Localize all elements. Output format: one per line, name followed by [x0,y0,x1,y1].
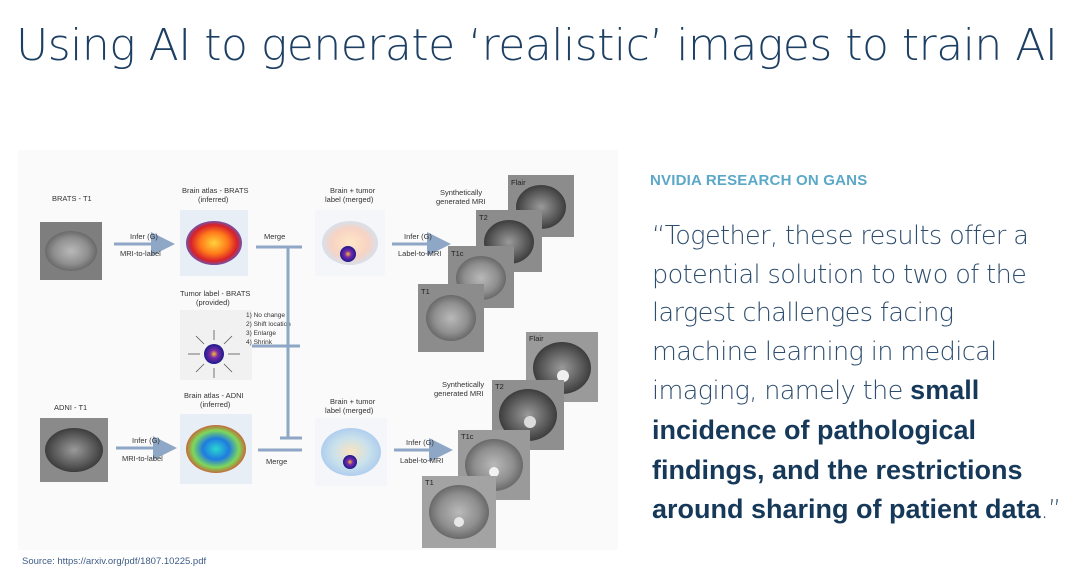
top-label-to-mri: Label-to-MRI [398,249,441,258]
bottom-flair-tag: Flair [529,334,544,343]
tumor-option-1: 1) No change [246,312,285,319]
merge-bracket [252,245,302,440]
slide-title: Using AI to generate ‘realistic’ images … [16,20,1058,71]
tumor-label-blob [204,344,224,364]
bottom-t1-tag: T1 [425,478,434,487]
adni-t1-label: ADNI - T1 [54,403,87,412]
tumor-option-2: 2) Shift location [246,321,291,328]
source-citation: Source: https://arxiv.org/pdf/1807.10225… [22,556,207,567]
top-t1c-tag: T1c [451,249,464,258]
tumor-option-3: 3) Enlarge [246,330,276,337]
bottom-t1c-tag: T1c [461,432,474,441]
tumor-shift-arrows [188,330,240,378]
bottom-t2-brain [499,389,557,441]
bottom-synthetic-sub: generated MRI [434,389,484,398]
tumor-label-title: Tumor label - BRATS [180,289,250,298]
top-merge-label: Merge [264,232,285,241]
bottom-merged-sub: label (merged) [325,406,374,415]
top-infer-label: Infer (G) [130,232,158,241]
top-t1-brain [426,295,476,341]
top-flair-tag: Flair [511,178,526,187]
bottom-merged-brain [321,428,381,476]
bottom-t2-tag: T2 [495,382,504,391]
bottom-merged-label: Brain + tumor [330,397,376,406]
atlas-brats-brain [186,221,242,265]
top-merged-label: Brain + tumor [330,186,376,195]
gan-pipeline-figure: BRATS - T1 Infer (G) MRI-to-label Brain … [18,150,618,550]
bottom-infer-label: Infer (G) [132,436,160,445]
bottom-merged-tumor [343,455,357,469]
bottom-merge-label: Merge [266,457,287,466]
atlas-brats-label: Brain atlas - BRATS [182,186,249,195]
quote-close: .” [1040,495,1062,526]
bottom-infer2-label: Infer (G) [406,438,434,447]
top-merged-brain [322,221,378,265]
atlas-adni-sub: (inferred) [200,400,231,409]
brats-t1-label: BRATS - T1 [52,194,92,203]
quote-bold-text: small incidence of pathological findings… [652,375,1041,525]
research-quote: “Together, these results offer a potenti… [652,217,1062,530]
bottom-t2-lesion [524,416,536,428]
top-merged-tumor [340,246,356,262]
atlas-brats-sub: (inferred) [198,195,229,204]
tumor-option-4: 4) Shrink [246,339,273,346]
bottom-mri-to-label: MRI-to-label [122,454,163,463]
top-infer2-label: Infer (G) [404,232,432,241]
top-synthetic-label: Synthetically [440,188,482,197]
top-mri-to-label: MRI-to-label [120,249,161,258]
quote-plain-text: Together, these results offer a potentia… [652,221,1029,407]
atlas-adni-label: Brain atlas - ADNI [184,391,244,400]
bottom-t1-brain [429,485,489,539]
brats-t1-brain [45,231,97,271]
bottom-label-to-mri: Label-to-MRI [400,456,443,465]
atlas-adni-brain [186,425,246,473]
bottom-flair-lesion [557,370,569,382]
adni-t1-brain [45,428,103,472]
top-merged-sub: label (merged) [325,195,374,204]
bottom-t1-lesion [454,517,464,527]
top-t1-tag: T1 [421,287,430,296]
quote-open-mark: “ [652,221,665,251]
top-synthetic-sub: generated MRI [436,197,486,206]
section-label: NVIDIA RESEARCH ON GANS [650,172,868,189]
bottom-synthetic-label: Synthetically [442,380,484,389]
top-t2-tag: T2 [479,213,488,222]
bottom-t1c-lesion [489,467,499,477]
tumor-label-sub: (provided) [196,298,230,307]
